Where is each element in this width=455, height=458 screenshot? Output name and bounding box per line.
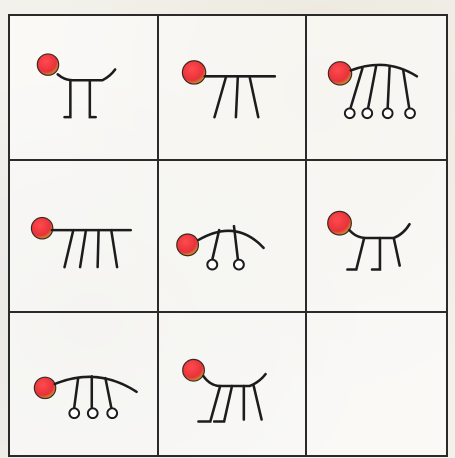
- body-line: [349, 224, 409, 238]
- body-line: [198, 231, 263, 248]
- head-circle: [177, 234, 199, 256]
- leg-line: [74, 378, 78, 407]
- grid-cell-8[interactable]: [159, 313, 307, 457]
- head-circle: [31, 218, 52, 239]
- wheel-circle: [107, 408, 117, 418]
- leg-line: [351, 69, 363, 108]
- wheel-circle: [405, 108, 415, 118]
- leg-line: [111, 230, 117, 267]
- leg-line: [372, 238, 380, 270]
- leg-line: [198, 386, 220, 422]
- leg-line: [236, 76, 238, 117]
- creature-three-legs-figure: [159, 16, 305, 159]
- dog-standing-figure: [307, 161, 446, 311]
- head-circle: [328, 211, 352, 235]
- grid-cell-4[interactable]: [8, 161, 159, 313]
- leg-line: [214, 386, 232, 422]
- leg-line: [368, 67, 376, 108]
- grid-cell-5[interactable]: [159, 161, 307, 313]
- leg-line: [90, 80, 96, 117]
- leg-line: [388, 67, 390, 108]
- wheel-circle: [362, 108, 372, 118]
- body-line: [55, 377, 137, 392]
- grid-cell-2[interactable]: [159, 14, 307, 161]
- head-circle: [183, 359, 205, 381]
- wheel-circle: [88, 408, 98, 418]
- leg-line: [98, 230, 99, 267]
- wheel-circle: [234, 260, 244, 270]
- leg-line: [105, 378, 111, 407]
- figure-grid: [8, 14, 448, 457]
- grid-cell-3[interactable]: [307, 14, 448, 161]
- creature-four-legs-figure: [10, 161, 157, 311]
- leg-line: [403, 70, 409, 107]
- leg-line: [65, 230, 74, 267]
- grid-cell-6[interactable]: [307, 161, 448, 313]
- wheel-circle: [383, 108, 393, 118]
- dog-standing-figure: [10, 16, 157, 159]
- creature-three-wheels-figure: [10, 313, 157, 455]
- body-line: [203, 374, 265, 386]
- grid-cell-7[interactable]: [8, 313, 159, 457]
- grid-cell-1[interactable]: [8, 14, 159, 161]
- head-circle: [182, 61, 205, 84]
- wheel-circle: [69, 408, 79, 418]
- leg-line: [214, 76, 226, 117]
- creature-four-wheels-figure: [307, 16, 446, 159]
- wheel-circle: [207, 260, 217, 270]
- head-circle: [34, 377, 55, 398]
- head-circle: [37, 54, 58, 75]
- creature-two-wheels-figure: [159, 161, 305, 311]
- head-circle: [328, 62, 351, 85]
- leg-line: [254, 386, 262, 420]
- leg-line: [394, 238, 400, 266]
- wheel-circle: [345, 108, 355, 118]
- leg-line: [250, 76, 259, 117]
- body-line: [58, 70, 115, 81]
- leg-line: [65, 80, 71, 117]
- grid-cell-9-empty[interactable]: [307, 313, 448, 457]
- leg-line: [80, 230, 86, 267]
- dog-four-legs-figure: [159, 313, 305, 455]
- leg-line: [347, 238, 364, 270]
